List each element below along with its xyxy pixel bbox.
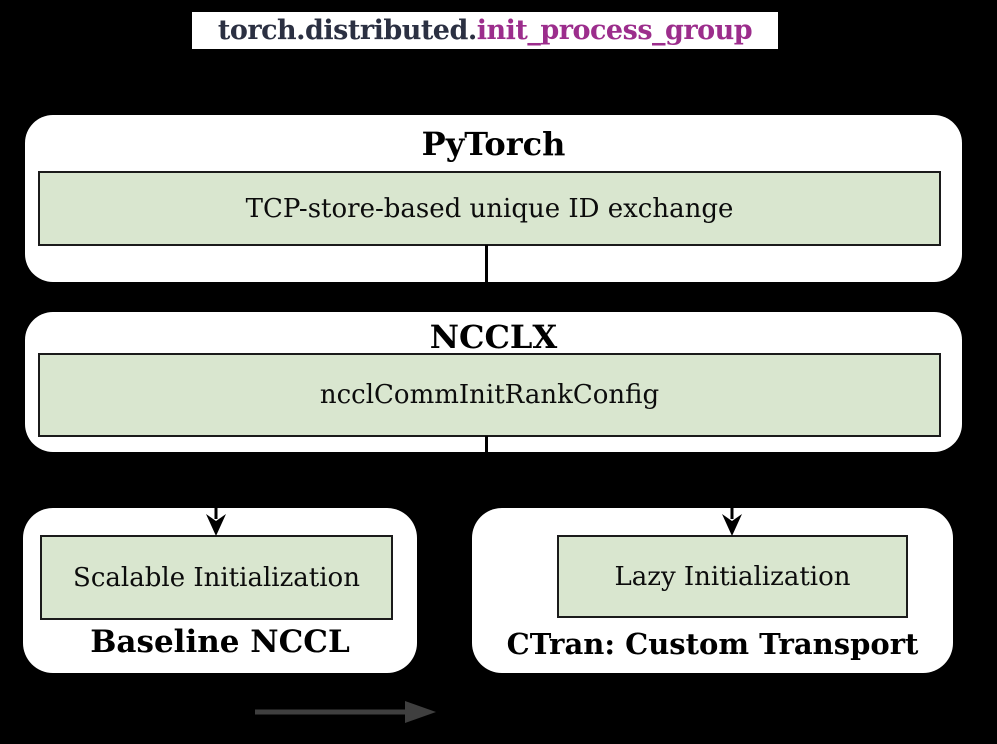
down-arrow-icon — [206, 488, 226, 536]
pytorch-step-label: TCP-store-based unique ID exchange — [245, 193, 734, 224]
ncclx-heading: NCCLX — [429, 318, 558, 356]
pytorch-box: PyTorch TCP-store-based unique ID exchan… — [25, 115, 962, 282]
ctran-step-box: Lazy Initialization — [557, 535, 908, 618]
pytorch-heading: PyTorch — [421, 125, 566, 163]
ctran-step-label: Lazy Initialization — [614, 561, 851, 592]
ncclx-step-label: ncclCommInitRankConfig — [319, 380, 660, 410]
right-arrow-icon — [255, 701, 436, 723]
ctran-box: Lazy Initialization CTran: Custom Transp… — [472, 508, 953, 673]
connector-pytorch-to-ncclx — [485, 245, 488, 282]
title-prefix: torch.distributed. — [217, 15, 477, 46]
title-function-name: init_process_group — [476, 15, 753, 46]
ncclx-step-box: ncclCommInitRankConfig — [38, 353, 941, 437]
pytorch-step-box: TCP-store-based unique ID exchange — [38, 171, 941, 246]
diagram-title: torch.distributed.init_process_group — [192, 12, 778, 49]
baseline-step-label: Scalable Initialization — [73, 562, 360, 593]
baseline-heading: Baseline NCCL — [90, 624, 350, 660]
baseline-nccl-box: Scalable Initialization Baseline NCCL — [23, 508, 417, 673]
connector-ncclx-down — [485, 436, 488, 452]
ctran-heading: CTran: Custom Transport — [506, 627, 919, 661]
ncclx-box: NCCLX ncclCommInitRankConfig — [25, 312, 962, 452]
baseline-step-box: Scalable Initialization — [40, 535, 393, 620]
down-arrow-icon — [722, 488, 742, 536]
